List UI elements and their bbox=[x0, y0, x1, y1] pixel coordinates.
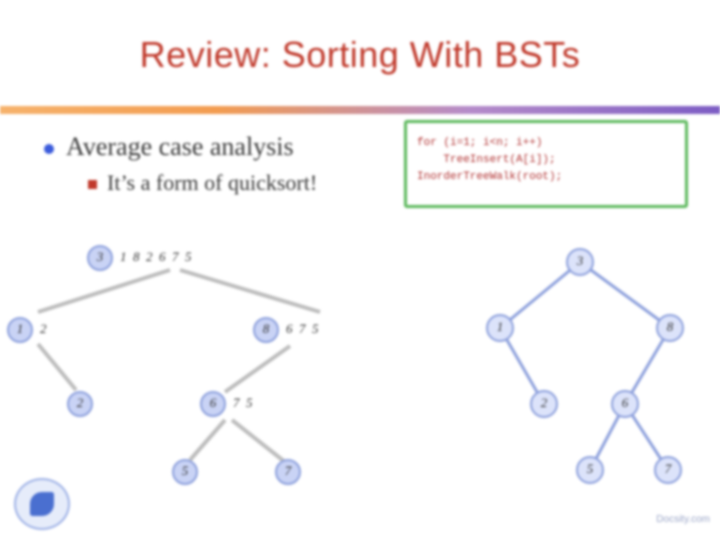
bst-edge-3-8 bbox=[579, 260, 671, 330]
left-l1-b-pivot: 8 bbox=[263, 321, 270, 336]
left-l1-a-rest: 2 bbox=[40, 321, 47, 336]
left-l2-a-pivot: 2 bbox=[77, 395, 84, 410]
edge-6-7 bbox=[230, 418, 287, 464]
left-root-pivot: 3 bbox=[96, 249, 104, 264]
bst-node-circle bbox=[576, 456, 604, 484]
bst-node-label: 6 bbox=[622, 395, 629, 410]
bst-node-label: 8 bbox=[667, 319, 674, 334]
left-l2-b-pivot: 6 bbox=[210, 395, 217, 410]
left-l3-a: 5 bbox=[172, 459, 198, 485]
sub-bullet-text: It’s a form of quicksort! bbox=[107, 170, 318, 195]
bst-node-circle bbox=[611, 390, 639, 418]
left-l2-b: 6 7 5 bbox=[200, 391, 253, 417]
left-l1-b-circle bbox=[253, 317, 279, 343]
slide-title: Review: Sorting With BSTs bbox=[139, 34, 581, 75]
left-root-circle bbox=[87, 245, 113, 271]
code-line-2: TreeInsert(A[i]); bbox=[417, 154, 556, 166]
left-l1-b-rest: 6 7 5 bbox=[286, 321, 319, 336]
bst-node-circle bbox=[486, 314, 514, 342]
left-l1-b: 8 6 7 5 bbox=[253, 317, 319, 343]
bullet-dot-icon bbox=[44, 144, 54, 155]
bullet-text: Average case analysis bbox=[66, 132, 294, 161]
bst-node-label: 1 bbox=[497, 319, 504, 334]
title-divider bbox=[0, 106, 720, 114]
footer-watermark: Docsity.com bbox=[656, 514, 710, 525]
bst-edge-8-6 bbox=[623, 327, 672, 405]
left-l3-a-circle bbox=[172, 459, 198, 485]
left-l3-b-circle bbox=[275, 459, 301, 485]
bst-node-label: 3 bbox=[576, 253, 584, 268]
edge-1-2 bbox=[36, 342, 78, 392]
left-l2-b-rest: 7 5 bbox=[233, 395, 253, 410]
bst-edge-1-2 bbox=[498, 327, 546, 405]
left-l3-b-pivot: 7 bbox=[285, 463, 292, 478]
left-l2-a: 2 bbox=[67, 391, 93, 417]
code-line-1: for (i=1; i<n; i++) bbox=[417, 137, 543, 149]
left-l3-b: 7 bbox=[275, 459, 301, 485]
bullet-average-case: Average case analysis bbox=[44, 132, 294, 162]
bst-edge-3-1 bbox=[499, 260, 581, 330]
left-l1-a: 1 2 bbox=[7, 317, 47, 343]
sub-bullet-quicksort: It’s a form of quicksort! bbox=[88, 170, 317, 196]
bst-node-label: 5 bbox=[587, 461, 594, 476]
bst-node-circle bbox=[654, 456, 682, 484]
code-box: for (i=1; i<n; i++) TreeInsert(A[i]); In… bbox=[404, 120, 688, 208]
code-line-3: InorderTreeWalk(root); bbox=[417, 171, 563, 183]
left-l1-a-circle bbox=[7, 317, 33, 343]
left-l3-a-pivot: 5 bbox=[182, 463, 189, 478]
bst-node-circle bbox=[656, 314, 684, 342]
bst-node-circle bbox=[530, 390, 558, 418]
university-logo-icon bbox=[14, 478, 70, 530]
left-l1-a-pivot: 1 bbox=[17, 321, 24, 336]
left-l2-b-circle bbox=[200, 391, 226, 417]
bst-node-circle bbox=[566, 248, 594, 276]
left-root-rest: 1 8 2 6 7 5 bbox=[120, 249, 192, 264]
left-root: 3 1 8 2 6 7 5 bbox=[87, 245, 192, 271]
edge-6-5 bbox=[188, 418, 227, 462]
bst-node-label: 7 bbox=[665, 461, 672, 476]
edge-root-left bbox=[37, 268, 171, 314]
sub-bullet-square-icon bbox=[88, 180, 97, 190]
edge-root-right bbox=[179, 268, 321, 314]
edge-8-6 bbox=[223, 344, 292, 394]
left-l2-a-circle bbox=[67, 391, 93, 417]
bst-node-label: 2 bbox=[541, 395, 548, 410]
